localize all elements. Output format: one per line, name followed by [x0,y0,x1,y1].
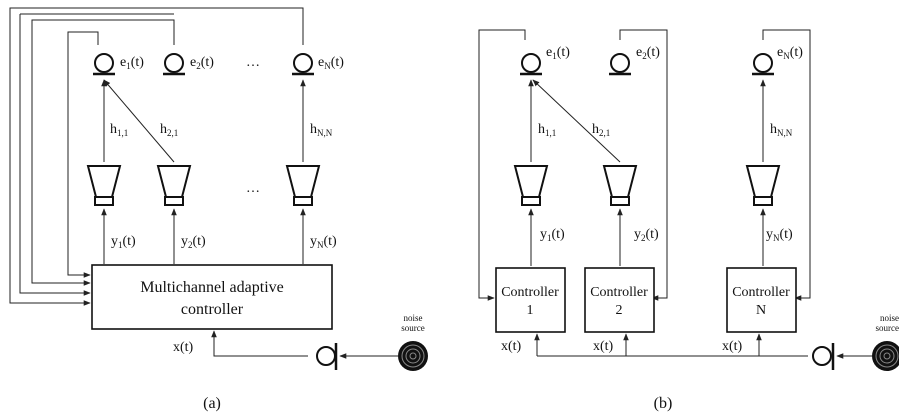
mic-label-b-2: e2(t) [636,45,660,61]
mic-a-n [292,53,314,76]
speaker-label-a-2: y2(t) [181,234,206,250]
feedback-wire-b-2 [619,29,668,301]
path-label-a-h11: h1,1 [110,122,128,138]
input-label-b-n: x(t) [722,339,743,354]
speaker-b-1 [513,165,549,206]
noise-source-label-a-1: noise [404,313,423,323]
controller-1-line1: Controller [501,285,559,300]
noise-source-b [872,341,899,371]
speaker-label-a-1: y1(t) [111,234,136,250]
controller-n-line2: N [756,303,766,318]
controller-label-a-line1: Multichannel adaptive [140,279,284,296]
controller-box-2 [584,267,655,333]
input-label-b-2: x(t) [593,339,614,354]
noise-source-label-b-1: noise [880,313,899,323]
feedback-wire-b-1 [478,29,526,301]
diagram-a: e1(t) e2(t) eN(t) … h1,1 h2,1 hN,N … y1(… [9,7,428,412]
speaker-label-b-n: yN(t) [766,227,793,243]
diagram-b: e1(t) e2(t) eN(t) h1,1 h2,1 hN,N y1(t) y… [478,29,899,412]
controller-label-a-line2: controller [181,301,244,318]
controller-box-n [726,267,797,333]
speaker-label-a-n: yN(t) [310,234,337,250]
input-label-a: x(t) [173,340,194,355]
ellipsis-speakers-a: … [246,181,260,196]
multichannel-controller-box [91,264,333,330]
controller-1-line2: 1 [527,303,534,318]
mic-b-n [752,53,774,76]
path-label-a-hnn: hN,N [310,122,333,138]
path-a-h21 [103,79,175,163]
speaker-label-b-2: y2(t) [634,227,659,243]
feedback-wires-a [9,7,304,306]
controller-2-line2: 2 [616,303,623,318]
speaker-b-n [745,165,781,206]
path-label-b-hnn: hN,N [770,122,793,138]
input-label-b-1: x(t) [501,339,522,354]
mic-label-a-n: eN(t) [318,55,344,71]
speaker-label-b-1: y1(t) [540,227,565,243]
controller-n-line1: Controller [732,285,790,300]
feedback-wire-b-n [762,29,811,301]
caption-b: (b) [654,395,673,412]
mic-b-1 [520,53,542,76]
controller-2-line1: Controller [590,285,648,300]
reference-mic-a [316,343,338,370]
noise-source-label-a-2: source [401,323,425,333]
speaker-a-n [285,165,321,206]
mic-label-a-2: e2(t) [190,55,214,71]
path-b-h21 [532,79,621,163]
mic-b-2 [609,53,631,76]
controller-box-1 [495,267,566,333]
mic-label-a-1: e1(t) [120,55,144,71]
mic-a-2 [163,53,185,76]
path-label-b-h11: h1,1 [538,122,556,138]
mic-label-b-n: eN(t) [777,45,803,61]
speaker-a-1 [86,165,122,206]
noise-source-label-b-2: source [876,323,899,333]
mic-label-b-1: e1(t) [546,45,570,61]
path-label-a-h21: h2,1 [160,122,178,138]
speaker-a-2 [156,165,192,206]
noise-source-a [398,341,428,371]
reference-mic-b [812,343,835,370]
speaker-b-2 [602,165,638,206]
ellipsis-mics-a: … [246,55,260,70]
reference-wire-a [211,330,308,357]
caption-a: (a) [203,395,221,412]
path-label-b-h21: h2,1 [592,122,610,138]
mic-a-1 [93,53,115,76]
